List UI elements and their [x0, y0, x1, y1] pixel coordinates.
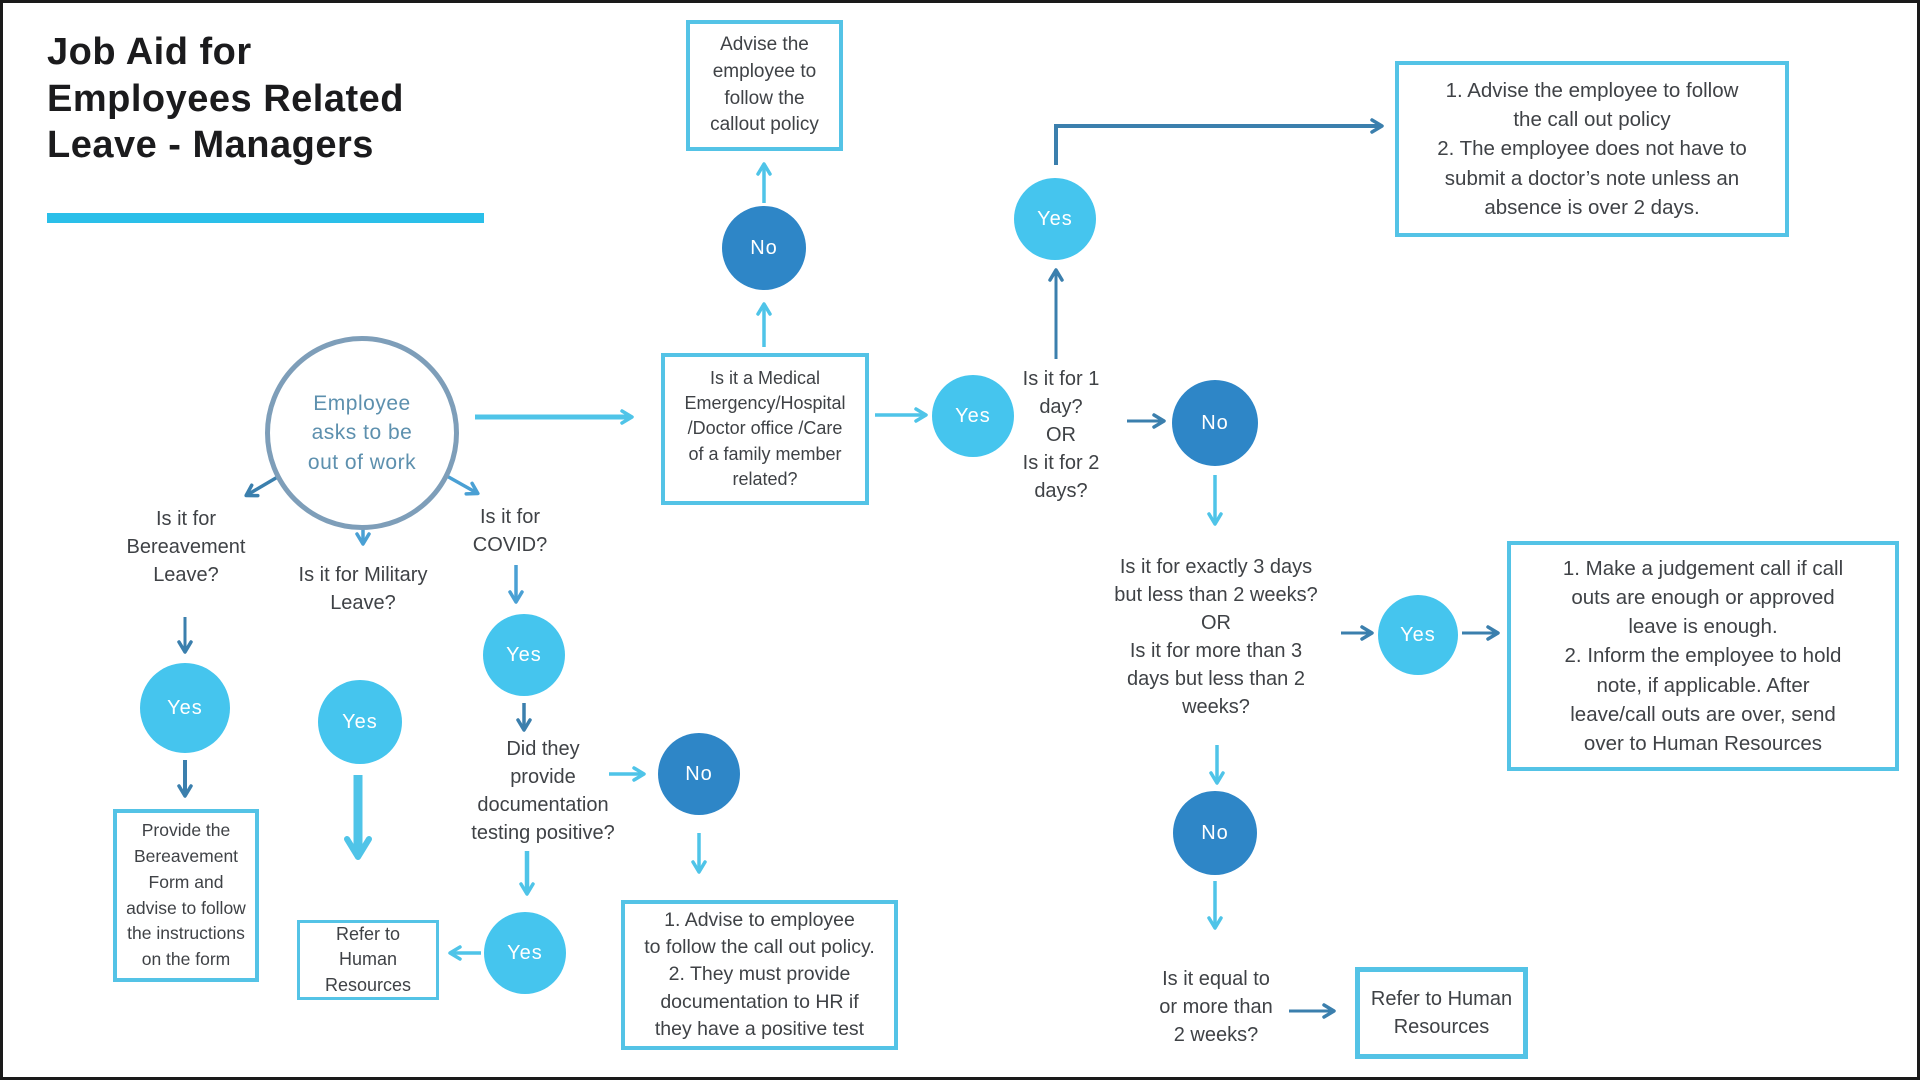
node-medical-question-text: Is it a Medical Emergency/Hospital /Doct… — [684, 368, 846, 489]
node-covid-action: 1. Advise to employee to follow the call… — [621, 900, 898, 1050]
arrow-yes-elbow-to-advise-note — [1054, 118, 1384, 165]
node-advise-callout: Advise the employee to follow the callou… — [686, 20, 843, 151]
node-start: Employee asks to be out of work — [265, 336, 459, 530]
node-yes-one-two-days: Yes — [1014, 178, 1096, 260]
node-refer-hr-right-text: Refer to Human Resources — [1370, 988, 1513, 1038]
node-yes-covid: Yes — [483, 614, 565, 696]
node-advise-no-note: 1. Advise the employee to follow the cal… — [1395, 61, 1789, 237]
node-advise-callout-text: Advise the employee to follow the callou… — [710, 34, 819, 136]
node-judgement-text: 1. Make a judgement call if call outs ar… — [1562, 557, 1844, 755]
node-judgement: 1. Make a judgement call if call outs ar… — [1507, 541, 1899, 771]
node-yes-docs: Yes — [484, 912, 566, 994]
node-no-docs: No — [658, 733, 740, 815]
node-yes-three-days: Yes — [1378, 595, 1458, 675]
node-yes-medical: Yes — [932, 375, 1014, 457]
node-yes-bereavement: Yes — [140, 663, 230, 753]
node-two-weeks-question: Is it equal to or more than 2 weeks? — [1159, 968, 1273, 1046]
node-medical-question: Is it a Medical Emergency/Hospital /Doct… — [661, 353, 869, 505]
node-no-one-two-days: No — [1172, 380, 1258, 466]
node-three-days-question: Is it for exactly 3 days but less than 2… — [1114, 556, 1318, 718]
node-no-medical: No — [722, 206, 806, 290]
node-bereavement-question: Is it for Bereavement Leave? — [126, 508, 246, 586]
title-underline — [47, 213, 484, 223]
node-covid-action-text: 1. Advise to employee to follow the call… — [644, 908, 875, 1040]
node-one-two-days-question: Is it for 1 day? OR Is it for 2 days? — [1022, 368, 1100, 502]
node-bereavement-action-text: Provide the Bereavement Form and advise … — [126, 819, 246, 970]
node-refer-hr-left: Refer to Human Resources — [297, 920, 439, 1000]
node-refer-hr-right: Refer to Human Resources — [1355, 967, 1528, 1059]
node-yes-military: Yes — [318, 680, 402, 764]
arrow-start-to-covid — [444, 473, 480, 496]
node-no-three-days: No — [1173, 791, 1257, 875]
node-refer-hr-left-text: Refer to Human Resources — [324, 924, 412, 995]
node-military-question: Is it for Military Leave? — [298, 564, 428, 614]
page-title: Job Aid for Employees Related Leave - Ma… — [47, 31, 404, 167]
node-docs-question: Did they provide documentation testing p… — [471, 738, 615, 844]
node-advise-no-note-text: 1. Advise the employee to follow the cal… — [1437, 79, 1747, 219]
node-covid-question: Is it for COVID? — [472, 506, 548, 556]
node-bereavement-action: Provide the Bereavement Form and advise … — [113, 809, 259, 982]
